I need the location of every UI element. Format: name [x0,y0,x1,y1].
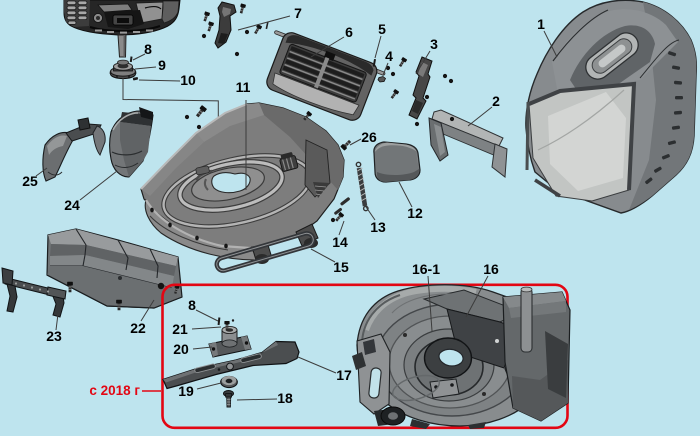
svg-text:17: 17 [336,367,352,383]
svg-text:21: 21 [172,321,188,337]
svg-text:14: 14 [332,234,348,250]
svg-text:4: 4 [385,48,393,64]
svg-text:5: 5 [378,21,386,37]
svg-text:2: 2 [492,93,500,109]
svg-text:19: 19 [178,383,194,399]
svg-text:22: 22 [130,320,146,336]
svg-text:25: 25 [22,173,38,189]
svg-text:1: 1 [537,16,545,32]
svg-text:20: 20 [173,341,189,357]
svg-text:8: 8 [188,297,196,313]
svg-text:7: 7 [294,5,302,21]
svg-text:18: 18 [277,390,293,406]
svg-text:8: 8 [144,41,152,57]
svg-text:13: 13 [370,219,386,235]
svg-text:11: 11 [236,79,251,95]
svg-text:6: 6 [345,24,353,40]
svg-text:3: 3 [430,36,438,52]
svg-text:16-1: 16-1 [412,261,440,277]
svg-text:24: 24 [64,197,80,213]
svg-text:с 2018 г: с 2018 г [89,383,140,398]
svg-text:15: 15 [333,259,349,275]
svg-text:12: 12 [407,205,423,221]
svg-text:10: 10 [180,72,196,88]
svg-text:16: 16 [483,261,499,277]
svg-text:23: 23 [46,328,62,344]
svg-text:9: 9 [158,57,166,73]
svg-text:26: 26 [361,129,377,145]
